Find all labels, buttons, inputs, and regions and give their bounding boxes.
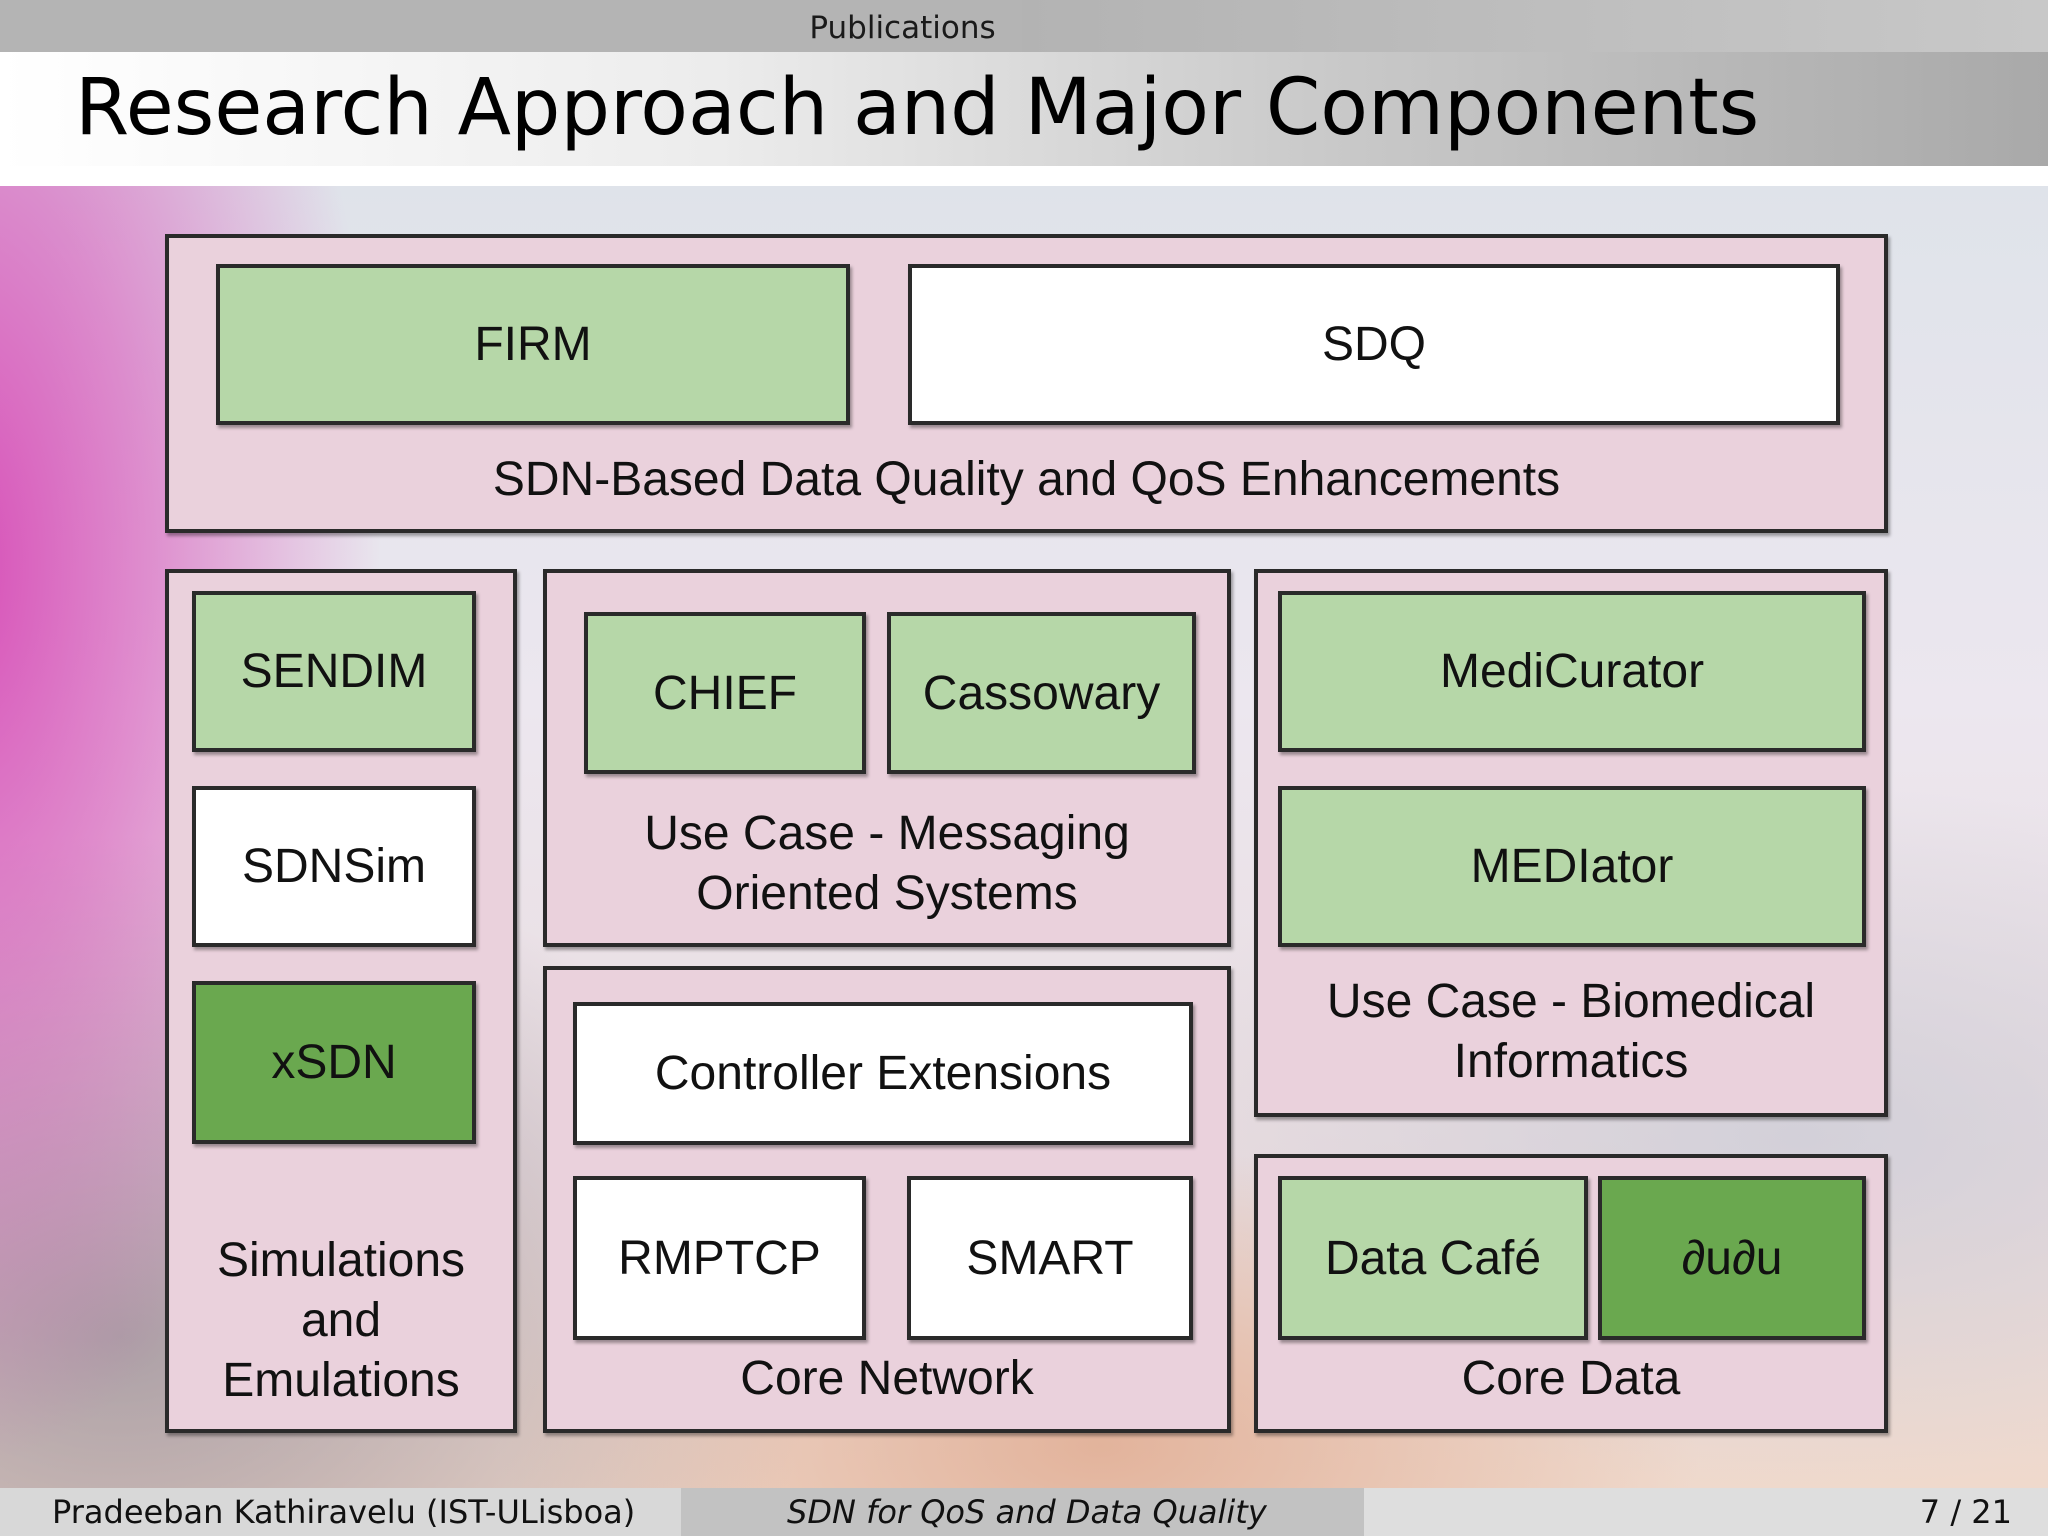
group-label-core-data: Core Data [1461,1352,1681,1405]
box-smart: SMART [907,1176,1193,1340]
box-cassowary: Cassowary [887,612,1196,774]
box-firm: FIRM [216,264,850,425]
slide-title: Research Approach and Major Components [75,63,1760,153]
footer-author: Pradeeban Kathiravelu (IST-ULisboa) [52,1493,636,1531]
box-sdnsim: SDNSim [192,786,476,947]
box-rmptcp: RMPTCP [573,1176,866,1340]
box-sdq: SDQ [908,264,1840,425]
group-label-messaging: Use Case - Messaging Oriented Systems [644,807,1130,920]
box-xsdn: xSDN [192,981,476,1144]
footer-short-title: SDN for QoS and Data Quality [787,1493,1267,1531]
box-data-cafe: Data Café [1278,1176,1588,1340]
box-controller-extensions: Controller Extensions [573,1002,1193,1145]
footer-page-number: 7 / 21 [1919,1493,2012,1531]
nav-section-highlight [0,0,1022,52]
footer-author-panel: Pradeeban Kathiravelu (IST-ULisboa) [0,1488,681,1536]
group-label-simulations: Simulations and Emulations [216,1234,466,1407]
navigation-bar: Publications [0,0,2048,52]
footer-title-panel: SDN for QoS and Data Quality [681,1488,1364,1536]
group-label-sdn-enhancements: SDN-Based Data Quality and QoS Enhanceme… [492,453,1561,506]
footer: Pradeeban Kathiravelu (IST-ULisboa) SDN … [0,1488,2048,1536]
group-label-biomedical: Use Case - Biomedical Informatics [1326,975,1816,1088]
frame-title-bar [0,52,2048,166]
box-medicurator: MediCurator [1278,591,1866,752]
box-mediator: MEDIator [1278,786,1866,947]
box-sendim: SENDIM [192,591,476,752]
box-chief: CHIEF [584,612,866,774]
footer-page-panel: 7 / 21 [1364,1488,2048,1536]
section-navigation-link[interactable]: Publications [809,10,996,46]
group-label-core-network: Core Network [740,1352,1034,1405]
box-dudu: ∂u∂u [1598,1176,1866,1340]
